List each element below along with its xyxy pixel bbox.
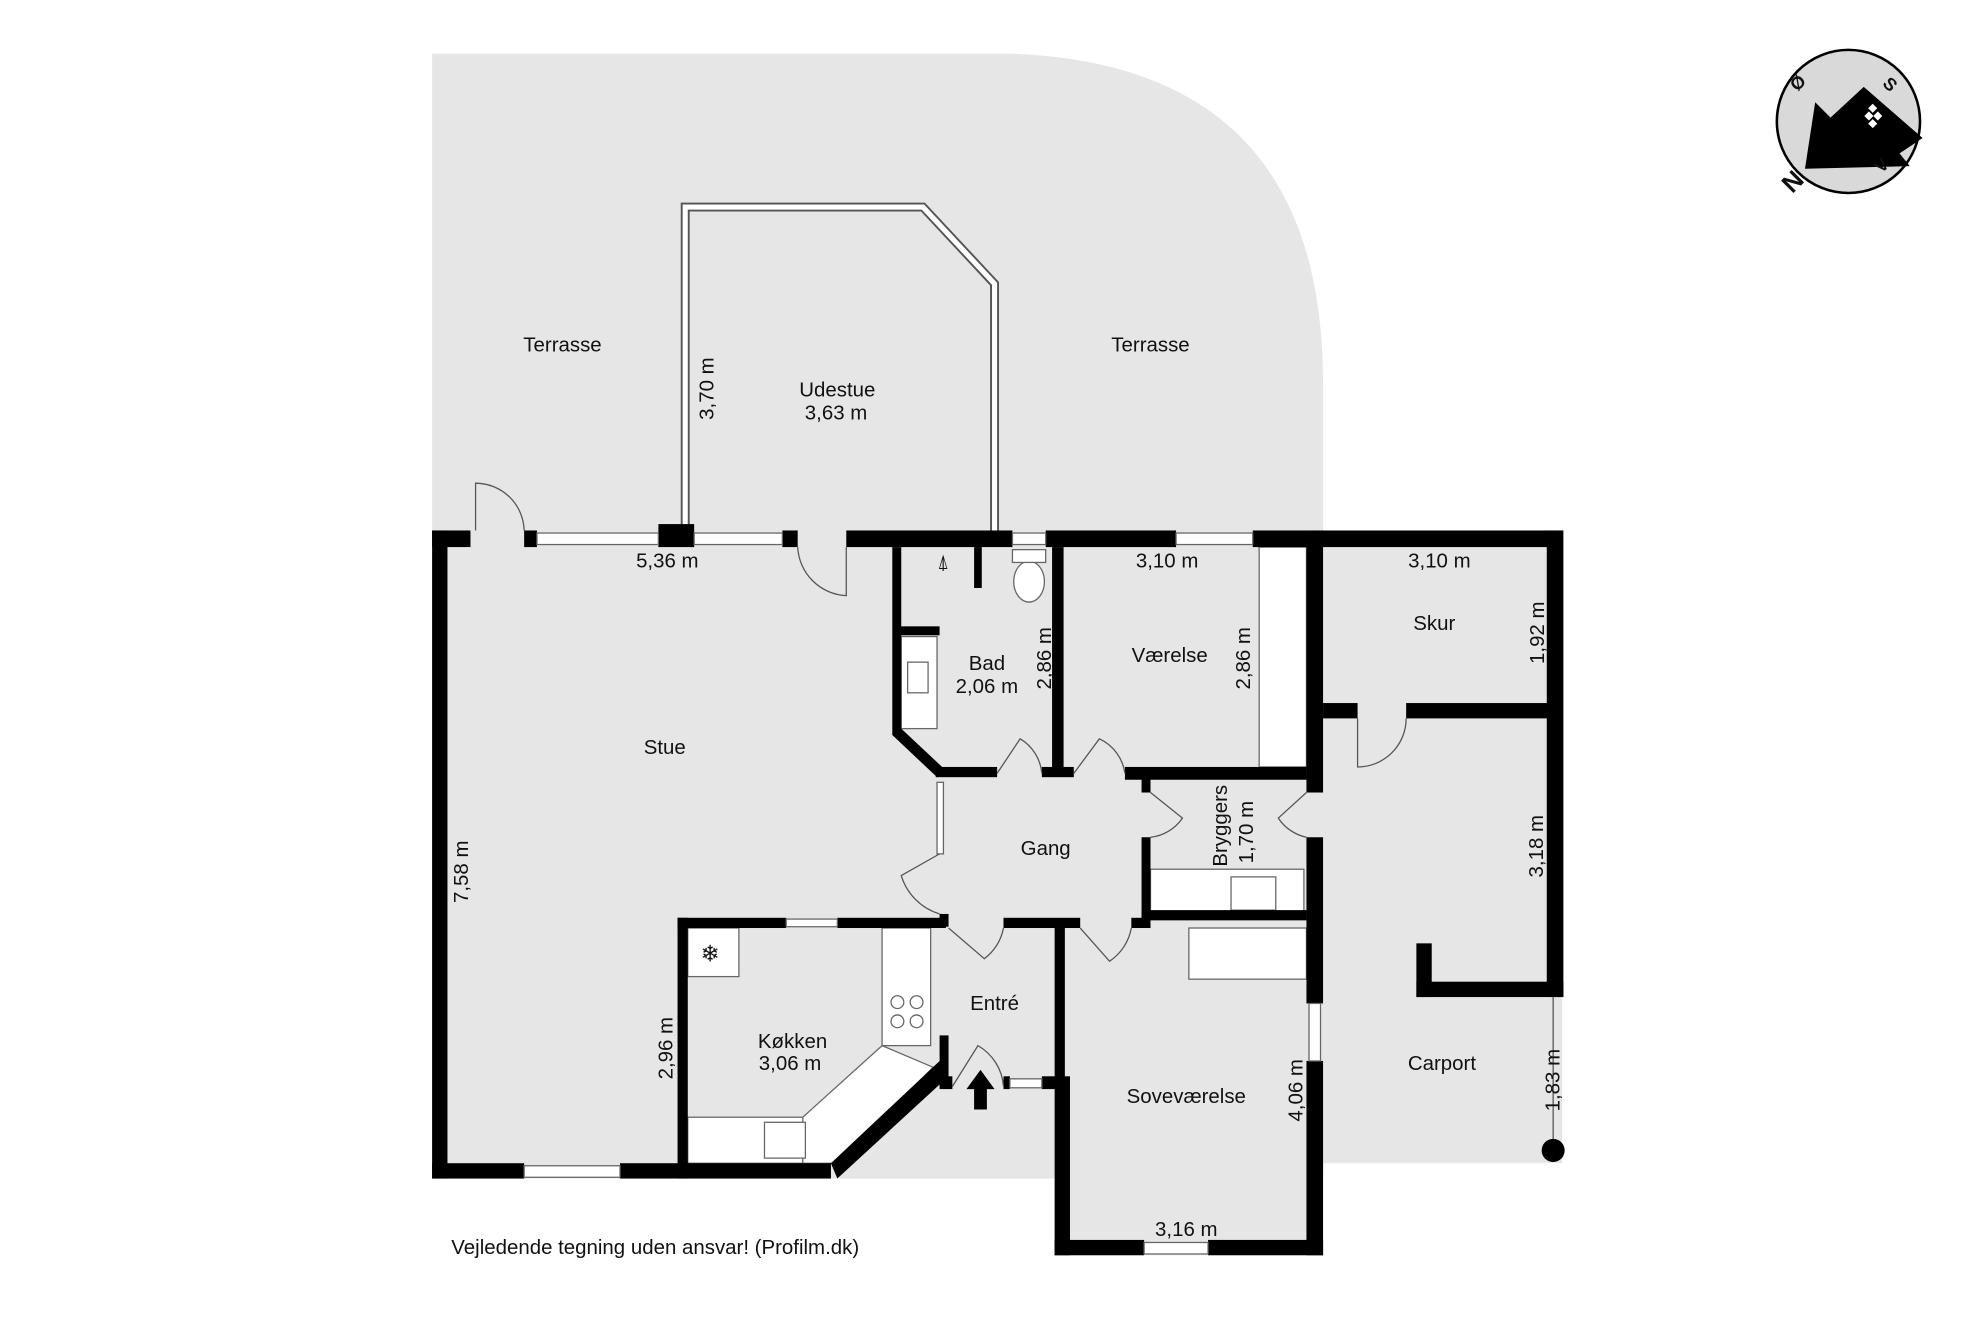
entre-label: Entré <box>970 992 1019 1015</box>
udestue-label: Udestue <box>799 378 875 401</box>
stue-depth: 7,58 m <box>450 841 473 903</box>
house-arrow-icon <box>1804 86 1923 169</box>
carport-post <box>1541 1138 1565 1162</box>
koekken-label: Køkken <box>758 1030 827 1053</box>
terrasse-left-label: Terrasse <box>523 334 601 357</box>
terrasse-right-label: Terrasse <box>1111 334 1189 357</box>
compass: N Ø S V <box>1775 48 1923 199</box>
bryggers-width: 1,70 m <box>1235 801 1258 863</box>
vent-icon: ⍋ <box>937 551 949 574</box>
carport-label: Carport <box>1408 1052 1476 1075</box>
bad-label: Bad <box>969 652 1005 675</box>
stue-width: 5,36 m <box>636 550 698 573</box>
bryggers-label: Bryggers <box>1209 785 1232 867</box>
vaerelse-depth: 2,86 m <box>1232 627 1255 689</box>
terrace-area <box>432 53 1324 537</box>
sovevaerelse-depth: 4,06 m <box>1285 1059 1308 1121</box>
house-floor <box>432 530 1563 1256</box>
vaerelse-label: Værelse <box>1132 644 1208 667</box>
bad-depth: 2,86 m <box>1033 627 1056 689</box>
windows <box>523 532 1322 1255</box>
vaerelse-width: 3,10 m <box>1136 550 1198 573</box>
gang-label: Gang <box>1021 837 1071 860</box>
disclaimer: Vejledende tegning uden ansvar! (Profilm… <box>451 1236 859 1259</box>
sovevaerelse-width: 3,16 m <box>1155 1218 1217 1241</box>
carport-post-distance: 1,83 m <box>1542 1049 1565 1111</box>
fixtures: ❄ <box>687 546 1308 1164</box>
freezer-icon: ❄ <box>701 940 720 966</box>
udestue-width: 3,63 m <box>805 401 867 424</box>
bad-width: 2,06 m <box>956 675 1018 698</box>
udestue-depth: 3,70 m <box>695 357 718 419</box>
skur-depth: 1,92 m <box>1526 601 1549 663</box>
walls <box>432 524 1564 1256</box>
koekken-depth: 2,96 m <box>654 1017 677 1079</box>
koekken-width: 3,06 m <box>759 1052 821 1075</box>
entrance-arrow-icon <box>966 1069 995 1110</box>
skur-label: Skur <box>1413 612 1455 635</box>
sovevaerelse-label: Soveværelse <box>1127 1085 1246 1108</box>
skur-width: 3,10 m <box>1408 550 1470 573</box>
doors <box>474 482 1554 1151</box>
stue-label: Stue <box>644 736 686 759</box>
carport-depth: 3,18 m <box>1525 815 1548 877</box>
